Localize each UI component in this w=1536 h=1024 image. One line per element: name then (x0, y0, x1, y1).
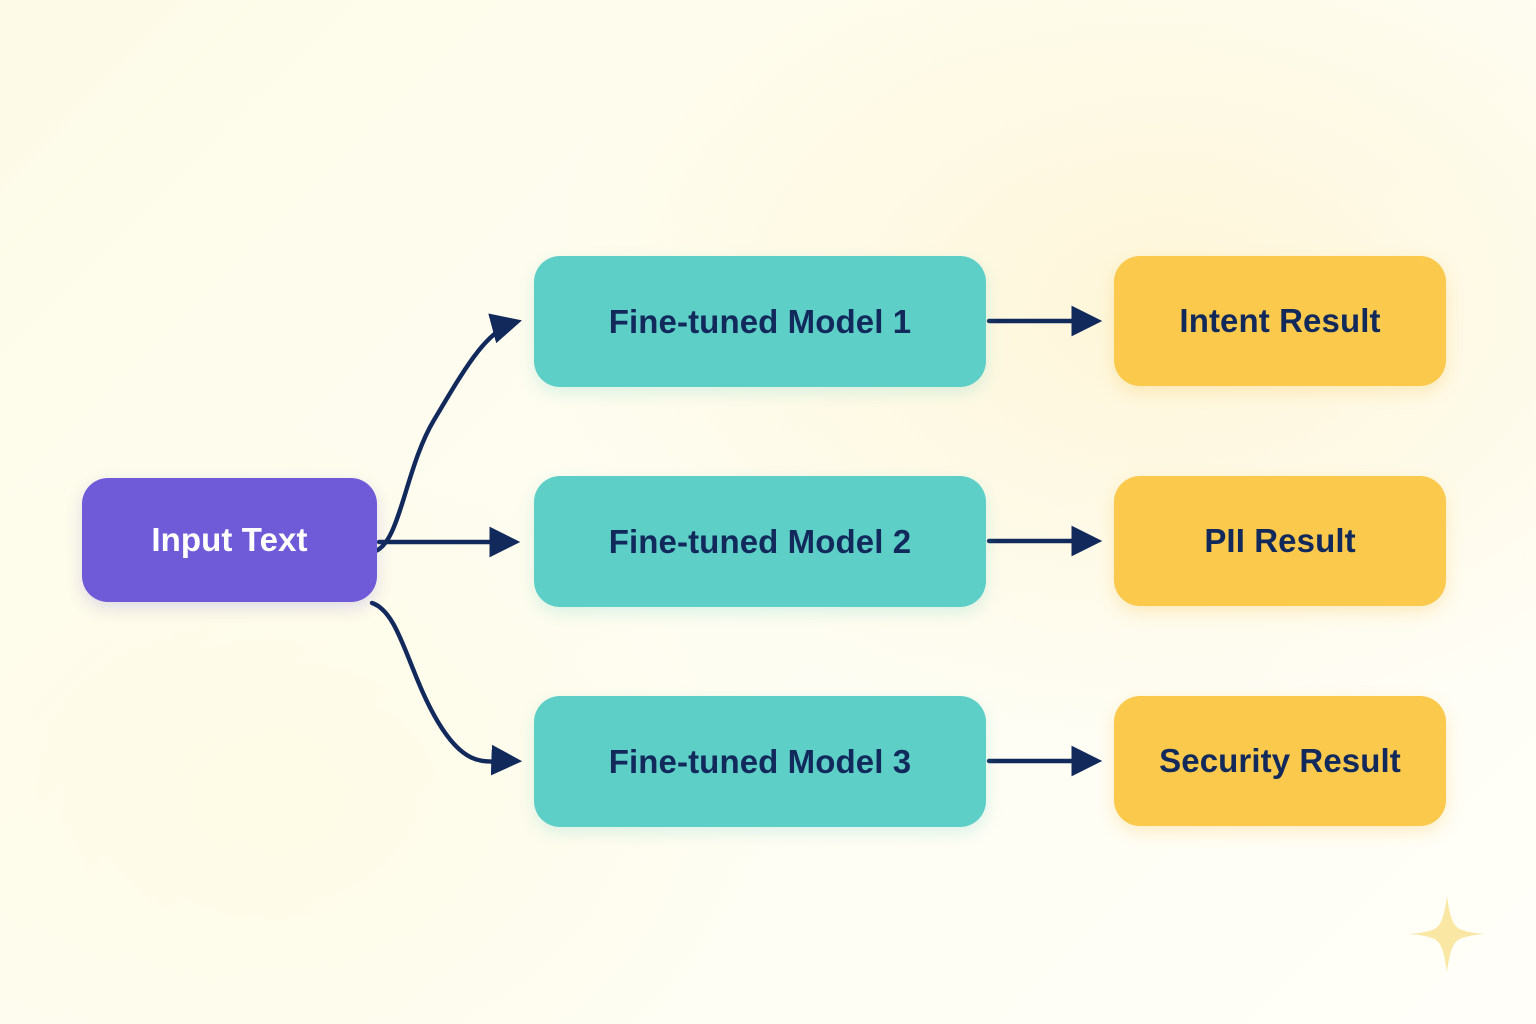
node-fine-tuned-model-2[interactable]: Fine-tuned Model 2 (534, 476, 986, 607)
node-intent-result[interactable]: Intent Result (1114, 256, 1446, 386)
node-input-text-label: Input Text (151, 521, 308, 559)
node-pii-result[interactable]: PII Result (1114, 476, 1446, 606)
node-fine-tuned-model-1-label: Fine-tuned Model 1 (608, 302, 912, 340)
edge-input-to-model-1 (369, 313, 522, 555)
node-intent-result-label: Intent Result (1179, 302, 1381, 340)
sparkle-icon (1409, 896, 1485, 972)
node-security-result-label: Security Result (1159, 742, 1401, 780)
node-fine-tuned-model-3[interactable]: Fine-tuned Model 3 (534, 696, 986, 827)
node-input-text[interactable]: Input Text (82, 478, 377, 602)
edge-input-to-model-3 (369, 600, 523, 776)
node-fine-tuned-model-3-label: Fine-tuned Model 3 (608, 742, 912, 780)
node-security-result[interactable]: Security Result (1114, 696, 1446, 826)
node-pii-result-label: PII Result (1204, 522, 1356, 560)
node-fine-tuned-model-2-label: Fine-tuned Model 2 (608, 522, 912, 560)
node-fine-tuned-model-1[interactable]: Fine-tuned Model 1 (534, 256, 986, 387)
